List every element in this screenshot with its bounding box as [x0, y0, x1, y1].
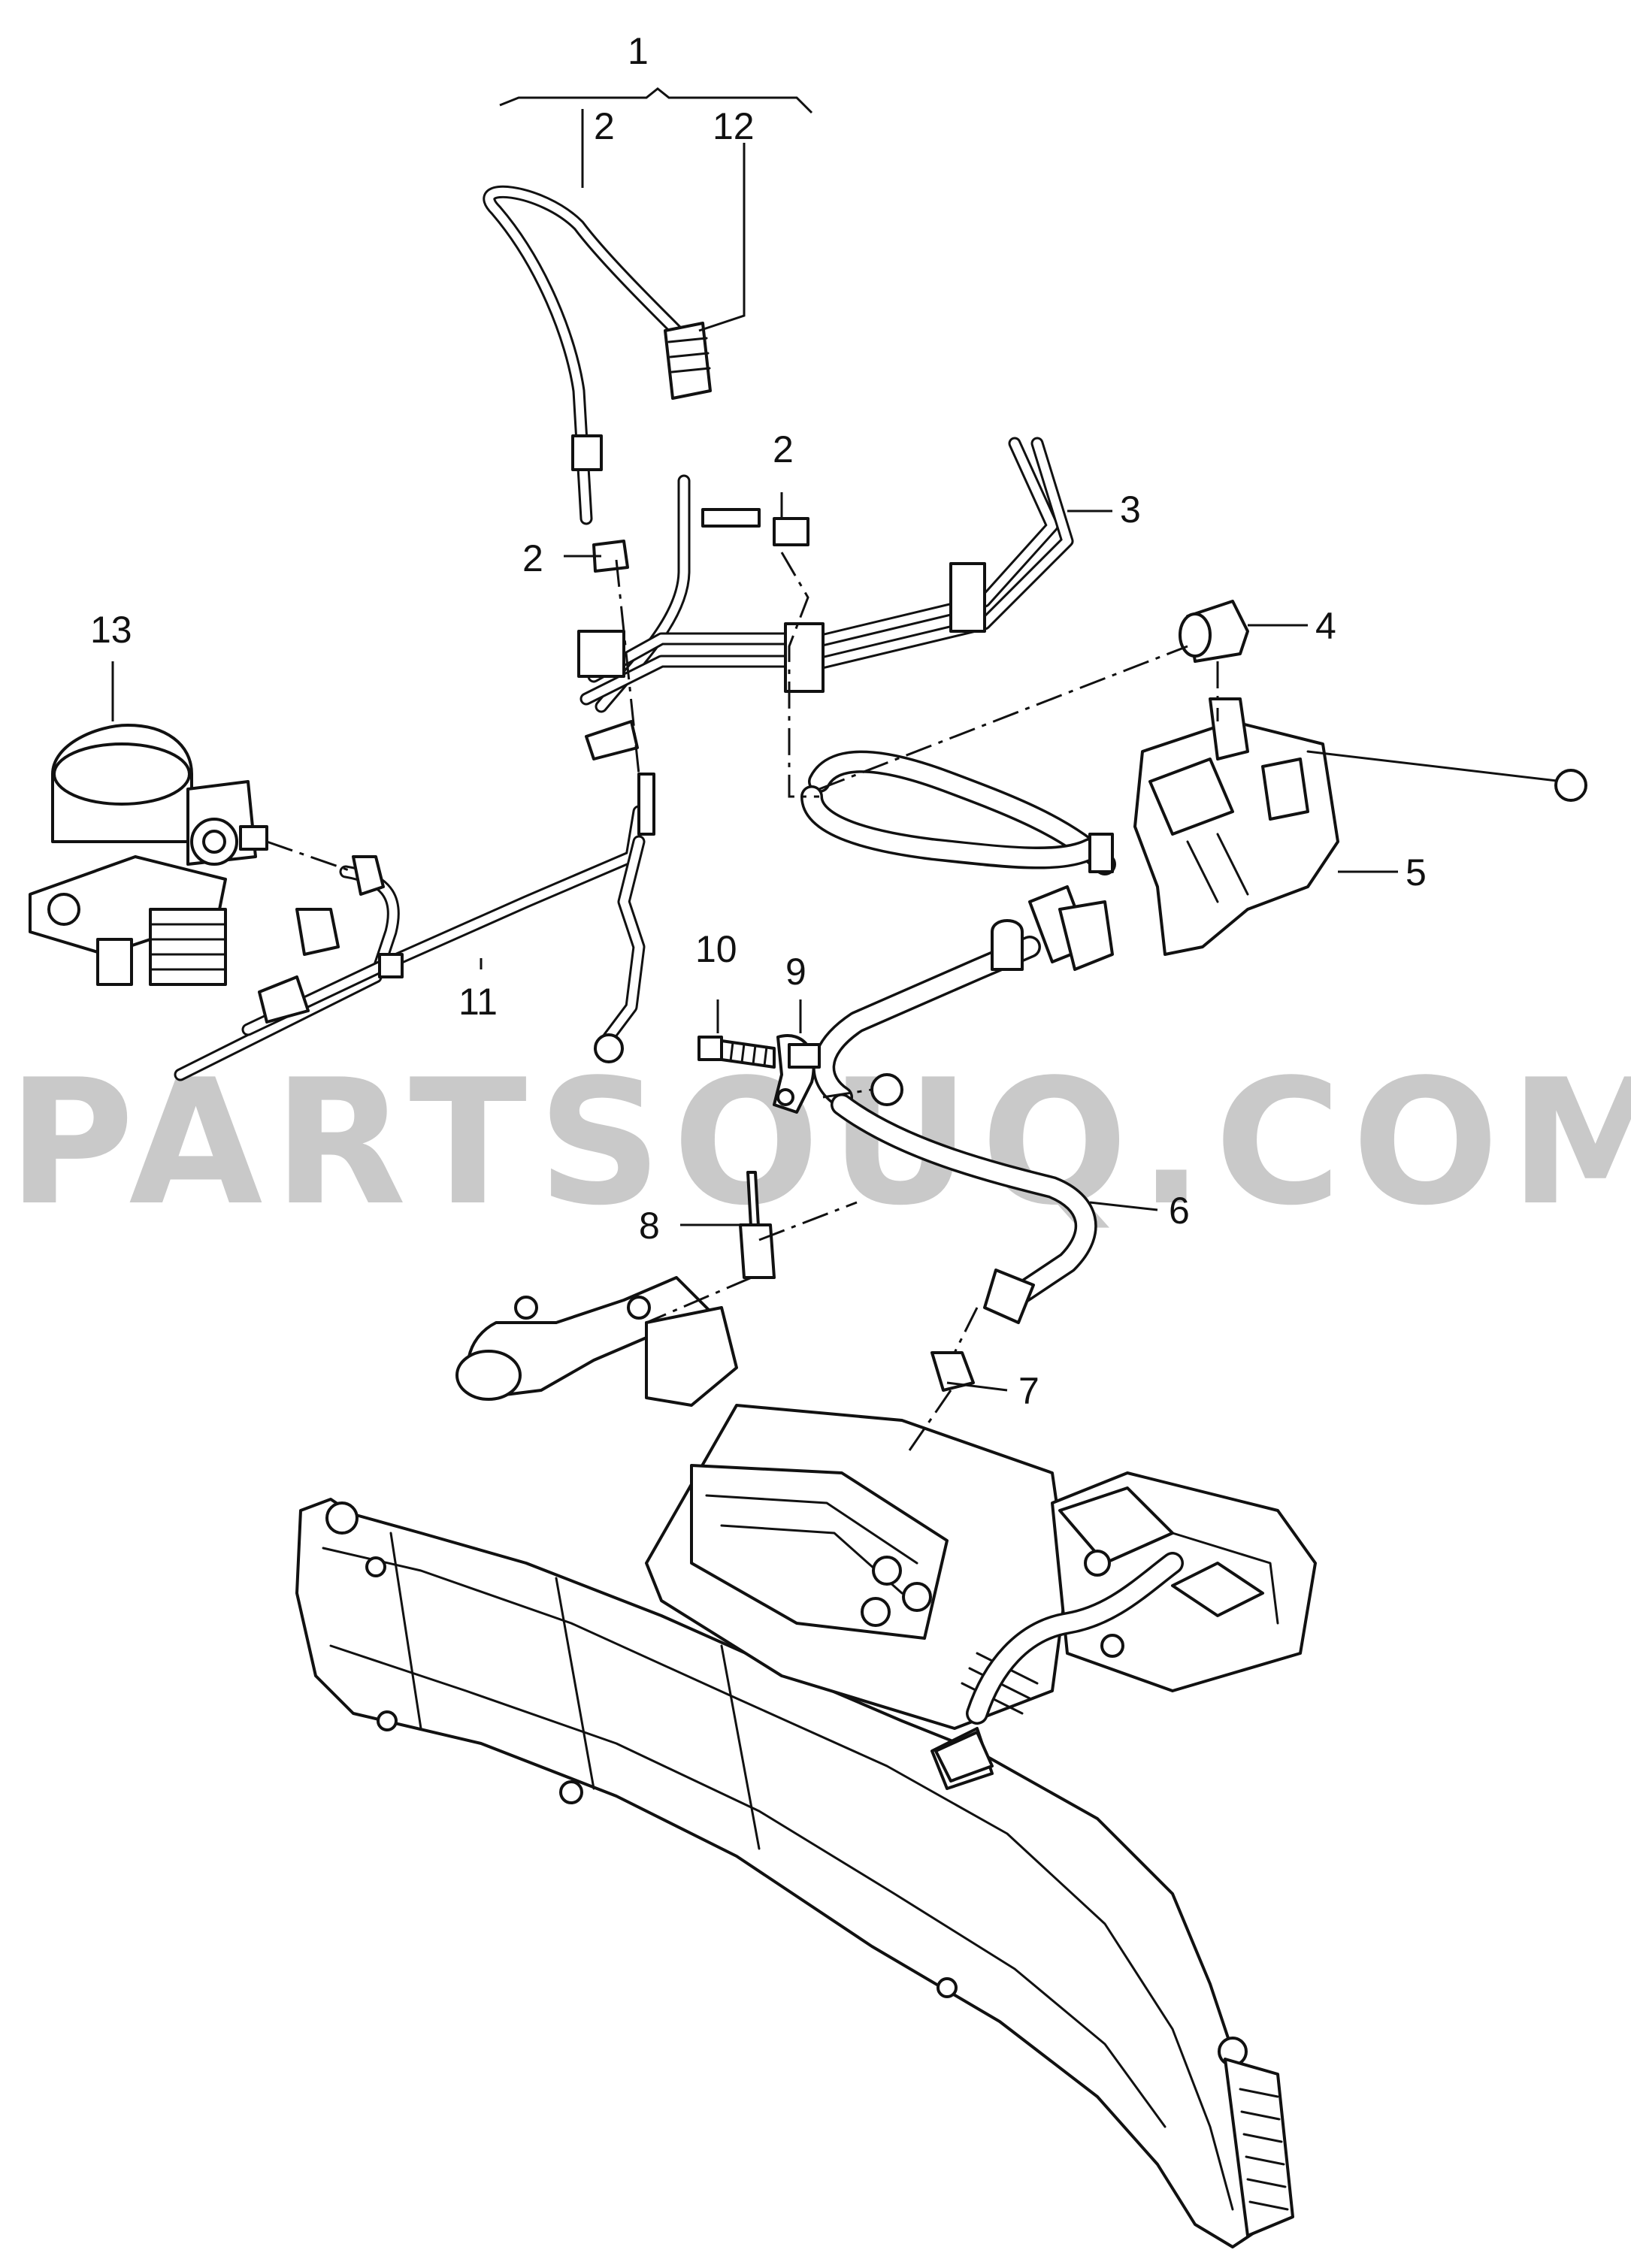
- callout-labels: 1 2 12 2 2 3 4 5 6 7 8 9 10 11 13: [90, 30, 1427, 1412]
- callout-8: 8: [639, 1205, 660, 1247]
- clamp-part-9: [773, 1034, 821, 1114]
- cap-part-4: [1179, 600, 1249, 663]
- callout-1: 1: [628, 30, 649, 72]
- bolt-part-10: [697, 1036, 776, 1069]
- coolant-flange-assembly: [455, 1171, 776, 1407]
- breather-hose-lower: [934, 1552, 1184, 1783]
- callout-2-right: 2: [773, 428, 794, 470]
- engine-cover-block: [645, 1404, 1317, 1730]
- callout-6: 6: [1169, 1190, 1190, 1232]
- callout-12: 12: [713, 105, 755, 147]
- clip-part-7: [930, 1351, 975, 1392]
- leader-lines: [111, 87, 1398, 1392]
- high-pressure-line: [174, 773, 655, 1081]
- callout-2-top: 2: [594, 105, 615, 147]
- phantom-lines: [266, 552, 1219, 1451]
- callout-4: 4: [1315, 605, 1336, 647]
- callout-13: 13: [90, 609, 132, 651]
- callout-7: 7: [1018, 1370, 1039, 1412]
- callout-3: 3: [1120, 488, 1141, 531]
- callout-10: 10: [695, 928, 737, 970]
- callout-9: 9: [785, 951, 806, 993]
- callout-5: 5: [1406, 851, 1427, 894]
- fuel-lines: [483, 185, 1074, 761]
- callout-11: 11: [458, 981, 498, 1023]
- intake-manifold: [295, 1498, 1294, 2248]
- purge-hose: [800, 750, 1116, 1324]
- high-pressure-pump: [29, 724, 268, 986]
- solenoid-valve-bracket: [1133, 697, 1587, 956]
- callout-2-left: 2: [522, 537, 543, 579]
